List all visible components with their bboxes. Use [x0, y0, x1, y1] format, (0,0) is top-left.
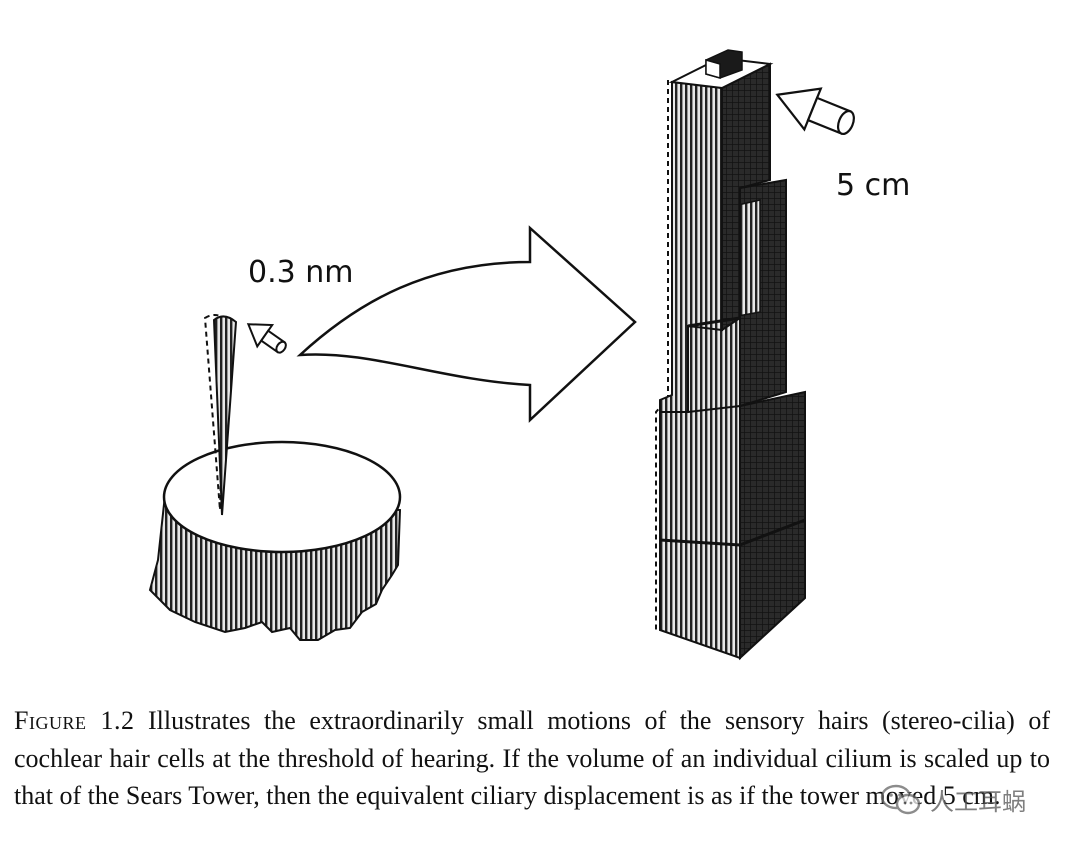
- watermark-text: 人工耳蜗: [930, 788, 1026, 816]
- stereocilium: [203, 314, 238, 516]
- hair-cell-top: [162, 440, 402, 554]
- small-force-arrow: [246, 323, 287, 354]
- small-displacement-label: 0.3 nm: [248, 255, 353, 290]
- wechat-icon: [880, 784, 921, 814]
- figure-illustration: 0.3 nm 5 cm: [148, 49, 910, 661]
- hair-cell: [148, 440, 402, 641]
- figure-label: Figure 1.2: [14, 706, 135, 735]
- large-force-arrow: [775, 87, 855, 136]
- large-displacement-label: 5 cm: [836, 168, 910, 203]
- watermark: 人工耳蜗: [880, 782, 1026, 817]
- cilium-body: [212, 315, 238, 516]
- scale-up-arrow: [296, 225, 637, 423]
- figure-caption: Figure 1.2 Illustrates the extraordinari…: [14, 702, 1050, 815]
- sears-tower: [655, 49, 806, 661]
- caption-text: Illustrates the extraordinarily small mo…: [14, 706, 1051, 810]
